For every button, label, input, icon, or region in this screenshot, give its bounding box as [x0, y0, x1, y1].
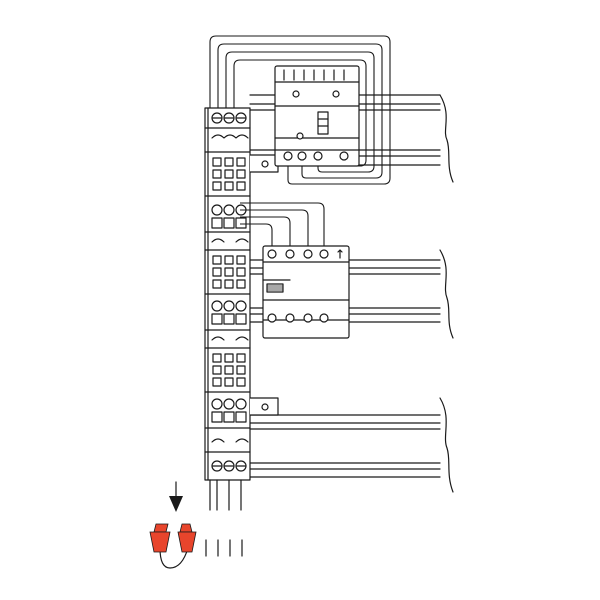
main-breaker	[274, 65, 360, 167]
terminal-block	[204, 107, 251, 481]
wires-to-rcd	[240, 202, 325, 250]
lead-wires	[205, 479, 243, 557]
rcd-device	[262, 245, 350, 339]
din-rail-bottom	[249, 397, 454, 493]
wire-connectors	[149, 523, 197, 569]
down-arrow-icon	[169, 481, 183, 512]
terminal-block-tabs	[250, 154, 279, 416]
